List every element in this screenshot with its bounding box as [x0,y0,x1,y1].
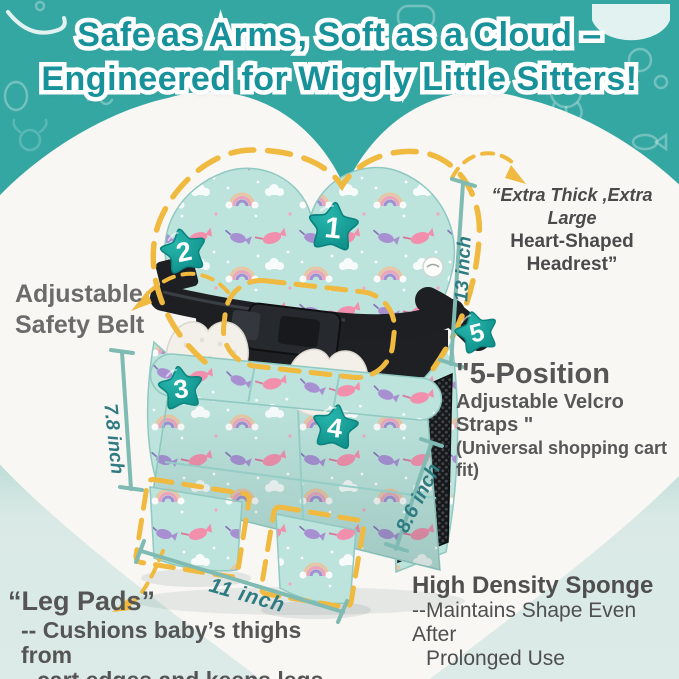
note-velcro-heading: "5-Position [456,358,610,390]
note-headrest: “Extra Thick ,Extra Large Heart-Shaped H… [466,184,678,276]
headline-line1-text: Safe as Arms, Soft as a Cloud – [77,16,602,54]
note-velcro-straps: "5-Position Adjustable Velcro Straps " (… [456,358,679,481]
note-headrest-line2: Heart-Shaped Headrest” [510,231,634,275]
badge-4-seat: 4 [313,404,359,449]
brand-tag [422,256,444,278]
badge-3-number: 3 [172,373,191,405]
measure-8-6in-line [384,437,444,553]
note-sponge-heading: High Density Sponge [412,572,654,599]
doodle-speech-bubble-icon [396,4,436,40]
badge-5-number: 5 [467,318,488,349]
belt-buckle [230,302,342,360]
badge-3-bumper: 3 [157,365,203,410]
headline-line2-outline: Engineered for Wiggly Little Sitters! [37,56,642,103]
measure-7-8in-line [109,348,144,492]
arrow-to-belt-note [131,271,230,311]
dashed-belt-highlight [221,277,397,381]
headline: Safe as Arms, Soft as a Cloud – Safe as … [0,12,679,104]
measurement-lines [109,177,477,624]
headline-line2: Engineered for Wiggly Little Sitters! En… [0,56,679,104]
note-safety-belt-line2: Safety Belt [15,311,145,339]
note-leg-pads-line2: -- Cushions baby’s thighs from [21,617,302,668]
badge-4-number: 4 [325,412,344,444]
badge-2-safety-belt: 2 [159,228,205,274]
star-badges: 1 2 3 4 5 [157,201,496,449]
doodle-bowl-icon [592,4,670,41]
dashed-heart-outline [150,147,483,372]
note-sponge-line2: --Maintains Shape Even After [412,599,637,646]
note-safety-belt-line1: Adjustable [15,280,143,308]
measure-13in-line [438,177,477,369]
badge-5-velcro-strap: 5 [454,311,496,354]
dashed-left-legpad-highlight [133,476,252,580]
doodle-crab-icon [12,118,48,152]
headline-line1: Safe as Arms, Soft as a Cloud – Safe as … [0,12,679,60]
note-leg-pads-heading: “Leg Pads” [8,586,156,616]
headline-line2-text: Engineered for Wiggly Little Sitters! [41,60,638,98]
doodle-bubble-icon [627,47,653,73]
badge-2-number: 2 [174,236,195,268]
arrow-to-headrest-note [450,151,526,184]
badge-1-headrest: 1 [308,201,359,251]
front-bumper-rail [149,353,443,421]
dimension-label-13inch: 13 inch [451,235,476,303]
measure-11in-line [134,539,349,624]
headline-line1-outline: Safe as Arms, Soft as a Cloud – [73,12,606,59]
note-leg-pads: “Leg Pads” -- Cushions baby’s thighs fro… [8,586,338,679]
doodle-whale-icon [6,10,67,35]
note-velcro-line2: Adjustable Velcro Straps " [456,391,624,436]
note-safety-belt: Adjustable Safety Belt [15,279,175,341]
note-sponge-line3: Prolonged Use [426,647,565,670]
note-headrest-line1: “Extra Thick ,Extra Large [491,185,653,228]
badge-1-number: 1 [323,211,343,246]
note-leg-pads-line3: cart edges and keeps legs clean. [37,668,338,679]
note-sponge: High Density Sponge --Maintains Shape Ev… [412,572,674,671]
booster-seat-product [135,166,491,619]
doodle-fish-icon [631,132,668,152]
doodle-egg-icon [3,80,29,112]
note-velcro-line3: (Universal shopping cart fit) [456,438,668,480]
